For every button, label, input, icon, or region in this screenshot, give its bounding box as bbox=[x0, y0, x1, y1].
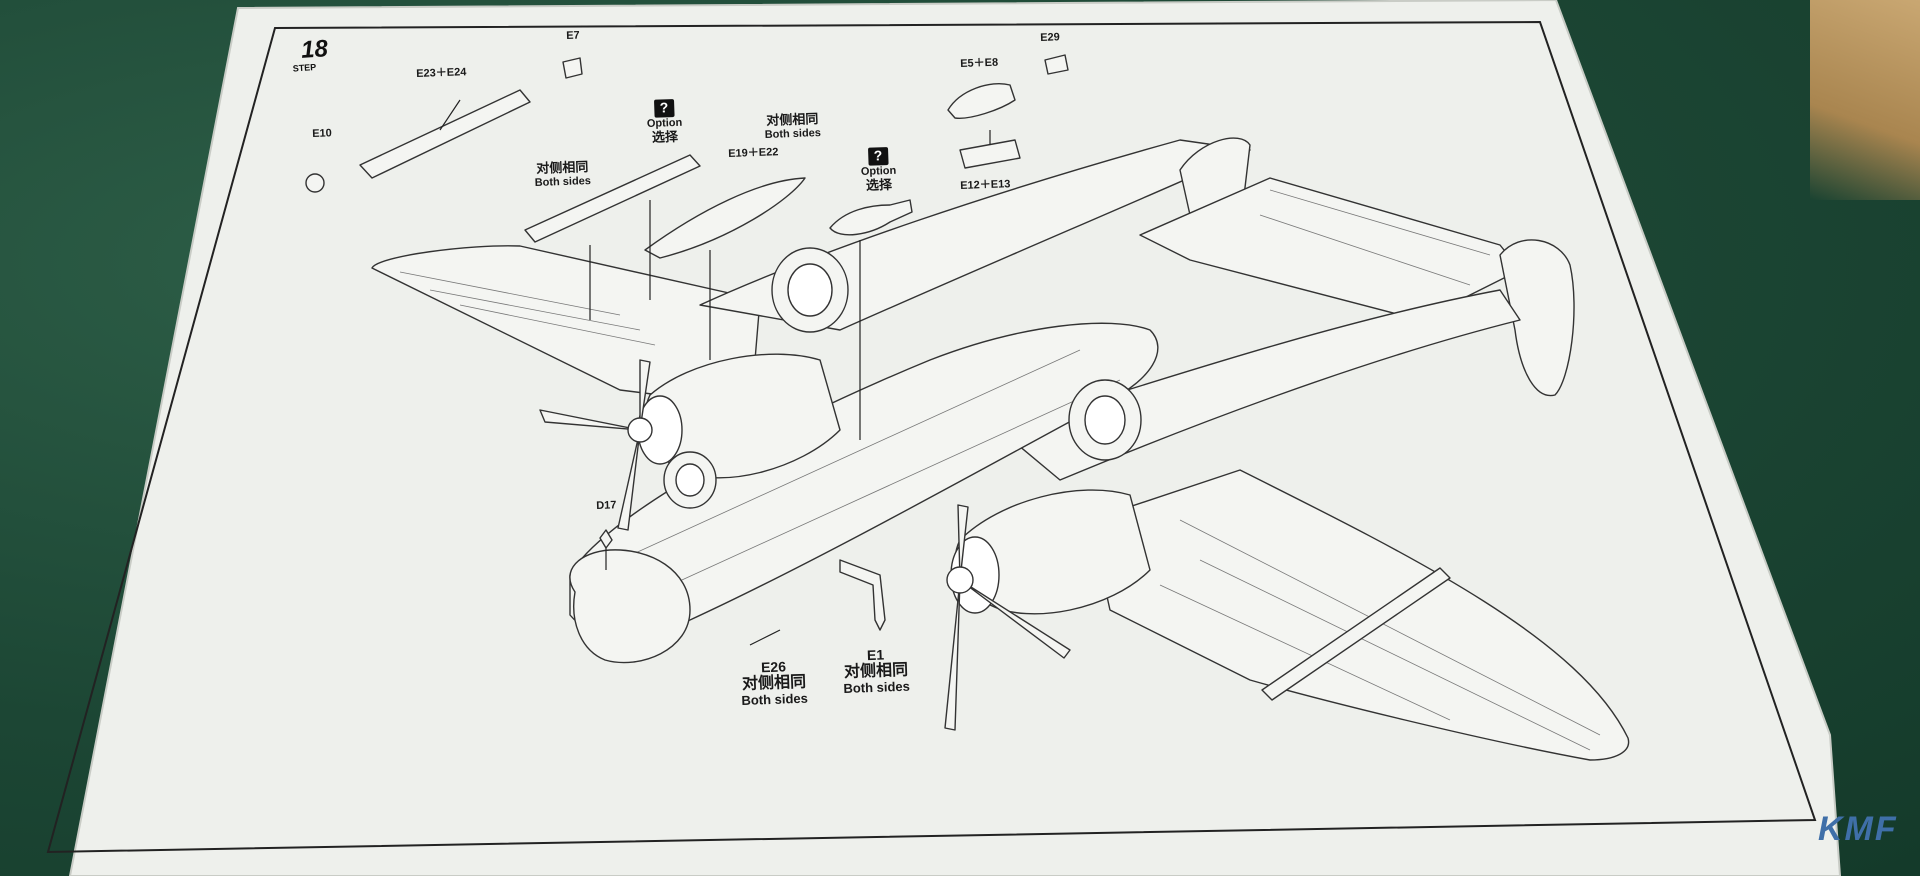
label-option-2: ? Option 选择 bbox=[860, 147, 897, 193]
wooden-desk-corner bbox=[1810, 0, 1920, 200]
wing-rack-right bbox=[1261, 567, 1451, 701]
part-e7 bbox=[562, 57, 583, 79]
kmf-watermark-logo: KMF bbox=[1818, 810, 1898, 848]
step-badge: 18 STEP bbox=[285, 34, 346, 80]
nose-wheel bbox=[663, 451, 717, 509]
aircraft-drawing bbox=[305, 54, 1630, 761]
main-wheel-right bbox=[1068, 379, 1142, 461]
label-e12-e13: E12＋E13 bbox=[960, 178, 1011, 192]
part-bomb-option bbox=[829, 199, 913, 236]
label-both-sides-2: 对侧相同 Both sides bbox=[764, 111, 822, 141]
part-e10 bbox=[305, 173, 325, 193]
part-rack-option bbox=[524, 154, 701, 243]
part-e29 bbox=[1044, 54, 1069, 75]
step-label: STEP bbox=[292, 61, 317, 74]
label-e5-e8: E5＋E8 bbox=[960, 56, 999, 70]
part-e1 bbox=[839, 559, 886, 631]
left-propeller bbox=[539, 359, 653, 531]
label-e29: E29 bbox=[1040, 31, 1060, 44]
part-e5-e8 bbox=[947, 83, 1016, 119]
label-d17: D17 bbox=[596, 499, 617, 512]
question-icon: ? bbox=[867, 147, 889, 166]
leader-lines bbox=[439, 99, 991, 646]
label-e23-e24: E23＋E24 bbox=[416, 66, 467, 80]
label-e26: E26 对侧相同 Both sides bbox=[741, 658, 809, 709]
part-fuel-tank-e19-e22 bbox=[644, 177, 806, 259]
label-option-1: ? Option 选择 bbox=[646, 99, 683, 145]
label-both-sides-1: 对侧相同 Both sides bbox=[534, 159, 592, 189]
label-e1: E1 对侧相同 Both sides bbox=[843, 646, 911, 697]
right-tail-fin bbox=[1499, 239, 1575, 397]
question-icon: ? bbox=[653, 99, 675, 118]
nose-cone bbox=[569, 549, 691, 664]
part-d17 bbox=[599, 529, 613, 549]
frame-border bbox=[46, 20, 1817, 854]
main-wheel-left bbox=[771, 247, 849, 333]
label-e7: E7 bbox=[566, 29, 580, 42]
right-propeller bbox=[944, 504, 1071, 731]
part-e12-e13 bbox=[959, 139, 1021, 169]
part-rack-e23-e24 bbox=[359, 89, 531, 179]
left-wing bbox=[371, 245, 761, 396]
label-e19-e22: E19＋E22 bbox=[728, 146, 779, 160]
label-e10: E10 bbox=[312, 127, 332, 140]
